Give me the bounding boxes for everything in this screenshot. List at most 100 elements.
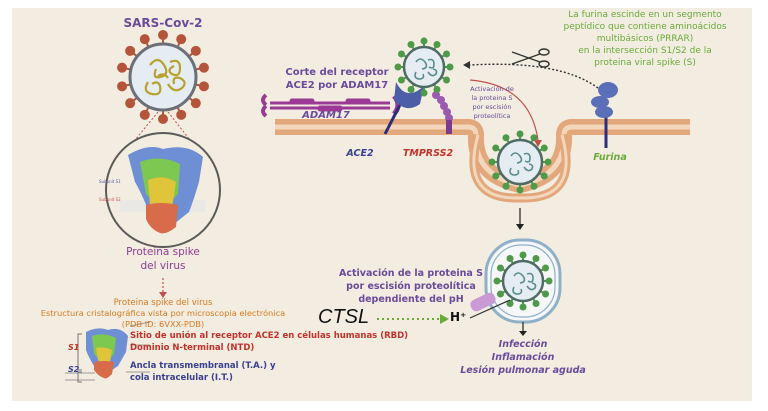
spike-head	[125, 98, 136, 109]
furin-dotted-arrow	[469, 63, 599, 89]
spike-head	[158, 114, 168, 124]
spike-head	[394, 63, 402, 71]
spike-head	[544, 158, 552, 166]
spike-head	[530, 134, 538, 142]
spike-head	[397, 76, 405, 84]
furin-caption-line4: en la intersección S1/S2 de la	[578, 46, 712, 56]
spike-head	[492, 172, 500, 180]
ace2-receptor	[383, 82, 424, 135]
spike-head	[420, 89, 428, 97]
spike-label-line2: del virus	[140, 260, 186, 272]
small-spike-structure	[65, 321, 151, 383]
structure-title: Proteina spike del virus	[113, 298, 213, 308]
spike-head	[488, 158, 496, 166]
spike-head	[496, 290, 504, 298]
furin-caption-line5: proteina viral spike (S)	[594, 58, 696, 68]
spike-head	[407, 40, 415, 48]
furin-caption-line1: La furina escinde en un segmento	[568, 10, 722, 20]
spike-head	[516, 130, 524, 138]
furin-caption-line2: peptídico que contiene aminoácidos	[563, 22, 727, 32]
spike-head	[540, 144, 548, 152]
ace2-label: ACE2	[346, 148, 374, 159]
spike-head	[158, 30, 168, 40]
spike-head	[176, 34, 187, 45]
spike-head	[446, 63, 454, 71]
adam-caption-line2: ACE2 por ADAM17	[285, 80, 389, 91]
endosome-activation-line3: dependiente del pH	[358, 294, 464, 305]
spike-head	[532, 300, 540, 308]
spike-head	[198, 62, 209, 73]
spike-head	[176, 109, 187, 120]
spike-head	[433, 40, 441, 48]
outcome-lung-injury: Lesión pulmonar aguda	[460, 365, 586, 376]
outcome-infection: Infección	[498, 339, 548, 350]
spike-head	[139, 34, 150, 45]
sars-cov-2-virion	[117, 30, 209, 124]
arrow-down-head	[159, 292, 167, 298]
activation-line4: proteolítica	[473, 112, 511, 120]
spike-head	[443, 76, 451, 84]
zoom-line-right	[167, 111, 191, 141]
endosome-activation-line2: por escisión proteolítica	[346, 281, 476, 292]
proton-label: H⁺	[450, 310, 467, 324]
s2-label: S2	[68, 365, 80, 374]
spike-head	[492, 144, 500, 152]
ntd-label: Dominio N-terminal (NTD)	[130, 343, 255, 353]
structure-pdb: (PDB ID: 6VXX-PDB)	[121, 319, 205, 329]
activation-arrow-head	[534, 140, 542, 147]
s1-label: S1	[68, 343, 80, 352]
ctsl-label: CTSL	[318, 306, 370, 328]
furin-label: Furina	[593, 152, 627, 163]
spike-head	[542, 264, 550, 272]
ta-label-line1: Ancla transmembranal (T.A.) y	[130, 361, 276, 371]
tmprss2-protein	[432, 91, 453, 134]
spike-head	[493, 277, 501, 285]
spike-head	[139, 109, 150, 120]
spike-head	[532, 254, 540, 262]
ta-label-line2: cola intracelular (I.T.)	[130, 373, 233, 383]
endosome-activation-line1: Activación de la proteina S	[339, 268, 483, 279]
spike-head	[190, 98, 201, 109]
spike-head	[496, 264, 504, 272]
activation-line1: Activación de	[470, 85, 514, 93]
spike-head	[530, 182, 538, 190]
furin-caption-line3: multibásicos (PRRAR)	[596, 34, 694, 44]
spike-head	[397, 50, 405, 58]
outcome-inflammation: Inflamación	[491, 352, 555, 363]
spike-head	[540, 172, 548, 180]
spike-head	[125, 45, 136, 56]
rna-icon	[144, 58, 186, 96]
subunit-s2-label: Subunit S2	[99, 197, 121, 202]
spike-head	[519, 251, 527, 259]
furin-arrow-head	[463, 61, 470, 69]
spike-head	[117, 81, 128, 92]
activation-line2: la proteina S	[471, 94, 513, 102]
structure-subtitle: Estructura cristalográfica vista por mic…	[40, 308, 286, 318]
rbd-label: Sitio de unión al receptor ACE2 en célul…	[130, 331, 409, 341]
spike-head	[502, 182, 510, 190]
ctsl-arrow-head	[440, 314, 449, 324]
spike-head	[443, 50, 451, 58]
spike-head	[433, 86, 441, 94]
spike-head	[407, 86, 415, 94]
spike-head	[198, 81, 209, 92]
adam-caption-line1: Corte del receptor	[285, 67, 389, 78]
spike-label-line1: Proteina spike	[126, 246, 200, 258]
spike-head	[519, 303, 527, 311]
activation-arrow	[469, 79, 539, 141]
virus-title: SARS-Cov-2	[123, 16, 203, 30]
spike-head	[506, 254, 514, 262]
spike-head	[190, 45, 201, 56]
activation-line3: por escisión	[472, 103, 512, 111]
spike-head	[542, 290, 550, 298]
spike-head	[516, 186, 524, 194]
subunit-s1-label: Subunit S1	[99, 179, 121, 184]
spike-head	[502, 134, 510, 142]
virion-endocytosed	[488, 130, 552, 194]
spike-protein-zoom	[105, 132, 221, 248]
spike-head	[545, 277, 553, 285]
virion-attaching	[394, 37, 454, 97]
tmprss2-label: TMPRSS2	[402, 148, 454, 159]
adam17-label: ADAM17	[302, 110, 350, 121]
